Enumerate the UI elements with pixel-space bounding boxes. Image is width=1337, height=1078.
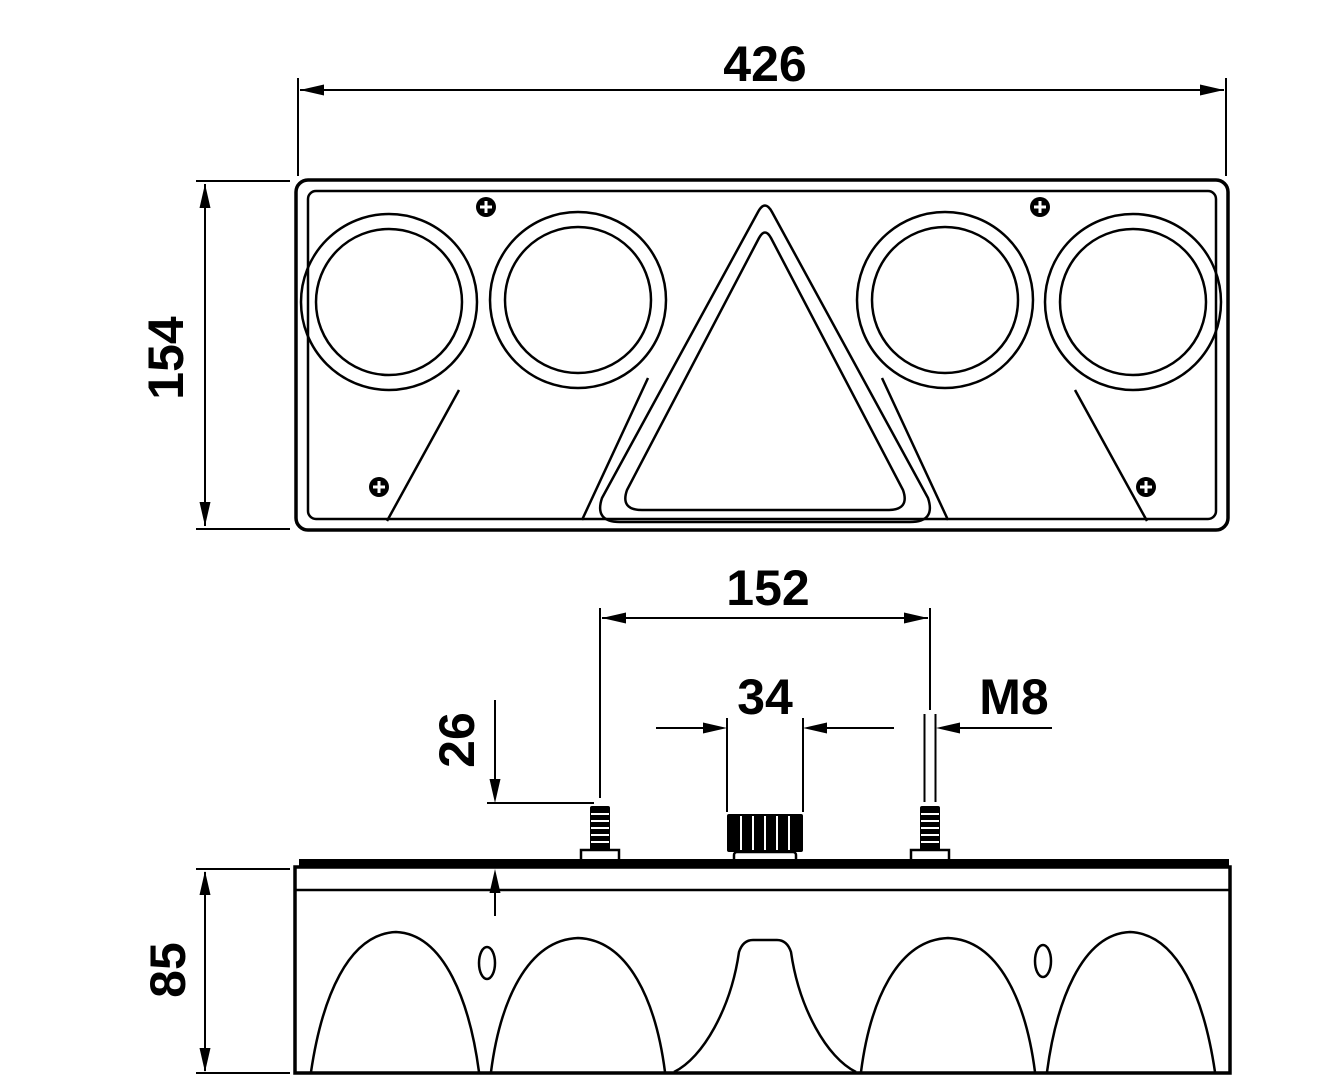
screw-boss-right	[1033, 943, 1053, 979]
screw-bottom-right	[1136, 477, 1156, 497]
electrical-connector	[727, 814, 803, 868]
arrowhead-down-icon	[489, 779, 501, 803]
mounting-stud-right	[909, 806, 951, 868]
lens-2-outer	[488, 210, 668, 390]
mounting-stud-left	[579, 806, 621, 868]
triangle-outer	[598, 204, 932, 524]
dimension-label-connector-width: 34	[737, 669, 793, 725]
dimension-stud-spacing: 152	[599, 560, 931, 798]
dimension-overall-width: 426	[297, 36, 1227, 176]
lens-dome-1	[309, 930, 481, 1073]
dimension-overall-height: 154	[138, 180, 290, 530]
side-view: 152 34 M8 26	[140, 560, 1232, 1075]
fixing-screws	[369, 197, 1156, 497]
front-view: 426 154	[138, 36, 1230, 532]
mounting-plate	[299, 859, 1229, 867]
lens-dome-2	[489, 936, 667, 1073]
arrowhead-left-icon	[803, 722, 827, 734]
dimension-label-thread: M8	[979, 669, 1048, 725]
arrowhead-down-icon	[199, 502, 211, 526]
divider-right	[1073, 389, 1149, 522]
lens-3-outer	[855, 210, 1035, 390]
dimension-body-depth: 85	[140, 868, 290, 1074]
dimension-label-depth: 85	[140, 942, 196, 998]
body-outer-rect	[293, 865, 1232, 1075]
triangle-reflector	[598, 204, 932, 524]
lamp-housing	[294, 178, 1230, 532]
round-lenses	[299, 210, 1223, 392]
screw-top-right	[1030, 197, 1050, 217]
dimension-label-height: 154	[138, 316, 194, 400]
screw-boss-left	[477, 945, 497, 981]
lens-dome-center	[673, 938, 857, 1074]
lens-dome-3	[859, 936, 1037, 1073]
callout-thread-size: M8	[923, 669, 1052, 802]
screw-bottom-left	[369, 477, 389, 497]
arrowhead-down-icon	[199, 1048, 211, 1072]
dimension-label-stud-protrusion: 26	[429, 712, 485, 768]
lens-2-inner	[503, 225, 653, 375]
lens-1-inner	[314, 227, 464, 377]
lens-4-inner	[1058, 227, 1208, 377]
arrowhead-left-icon	[300, 84, 324, 96]
arrowhead-left-icon	[936, 722, 960, 734]
screw-top-left	[476, 197, 496, 217]
arrowhead-left-icon	[602, 612, 626, 624]
arrowhead-right-icon	[1200, 84, 1224, 96]
triangle-inner	[624, 231, 906, 512]
dimension-label-stud-spacing: 152	[726, 560, 809, 616]
arrowhead-up-icon	[199, 184, 211, 208]
lens-3-inner	[870, 225, 1020, 375]
dimension-connector-width: 34	[656, 669, 894, 812]
lamp-body-profile	[293, 859, 1232, 1075]
dimension-stud-protrusion: 26	[429, 700, 594, 916]
lens-1-outer	[299, 212, 479, 392]
arrowhead-up-icon	[199, 871, 211, 895]
dimension-label-width: 426	[723, 36, 806, 92]
lens-divider-lines	[385, 377, 1149, 522]
lens-4-outer	[1043, 212, 1223, 392]
divider-mid-right	[880, 377, 950, 521]
lens-dome-4	[1045, 930, 1217, 1073]
divider-mid-left	[580, 377, 650, 521]
housing-inner-rect	[306, 189, 1218, 521]
housing-outer-rect	[294, 178, 1230, 532]
arrowhead-right-icon	[703, 722, 727, 734]
arrowhead-right-icon	[904, 612, 928, 624]
arrowhead-up-icon	[489, 869, 501, 893]
divider-left	[385, 389, 461, 522]
